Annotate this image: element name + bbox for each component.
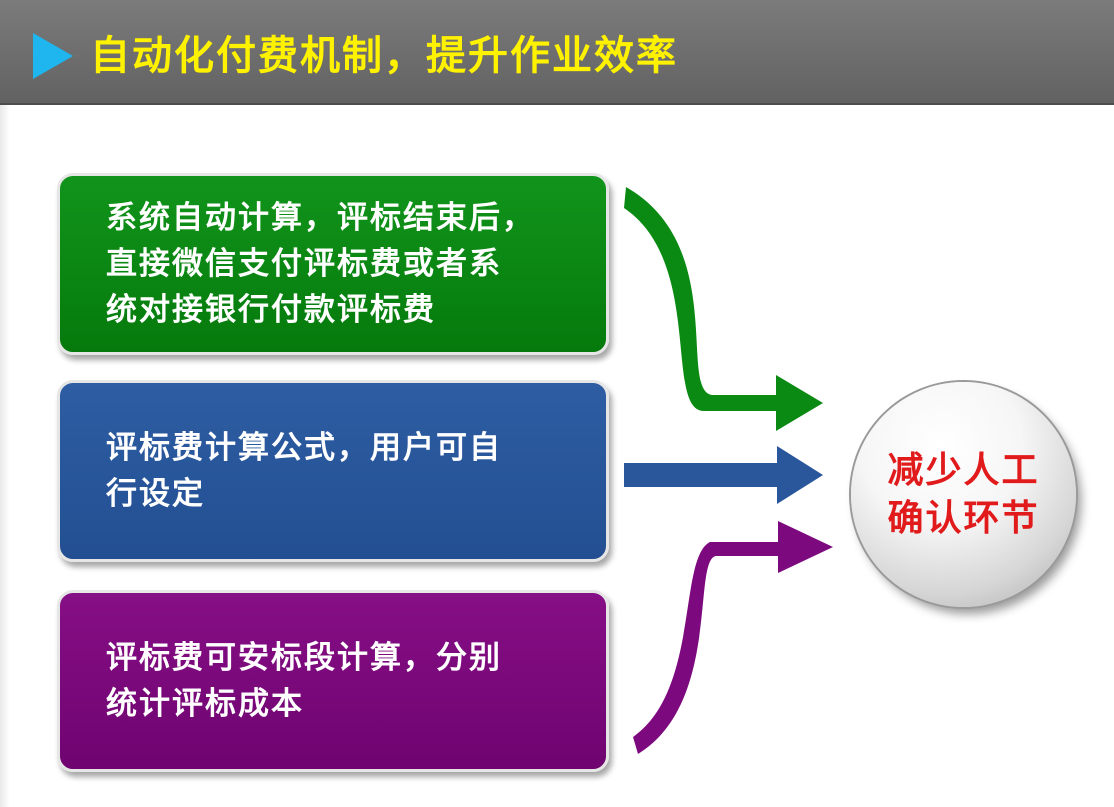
result-text: 减少人工 确认环节 bbox=[887, 447, 1039, 543]
purple-box-line-1: 评标费可安标段计算，分别 bbox=[106, 640, 502, 676]
page-title: 自动化付费机制，提升作业效率 bbox=[90, 33, 678, 79]
purple-box-line-2: 统计评标成本 bbox=[106, 686, 304, 722]
purple-box-text: 评标费可安标段计算，分别 统计评标成本 bbox=[106, 635, 502, 727]
left-edge-shade bbox=[0, 105, 10, 807]
green-box-text: 系统自动计算，评标结束后， 直接微信支付评标费或者系 统对接银行付款评标费 bbox=[106, 195, 535, 333]
blue-straight-arrow bbox=[624, 446, 823, 504]
result-line-1: 减少人工 bbox=[887, 449, 1040, 491]
result-line-2: 确认环节 bbox=[887, 497, 1040, 539]
green-box-auto-payment: 系统自动计算，评标结束后， 直接微信支付评标费或者系 统对接银行付款评标费 bbox=[57, 173, 609, 355]
blue-box-text: 评标费计算公式，用户可自 行设定 bbox=[106, 425, 502, 517]
green-box-line-3: 统对接银行付款评标费 bbox=[106, 292, 436, 328]
blue-box-line-1: 评标费计算公式，用户可自 bbox=[106, 430, 502, 466]
play-arrow-icon bbox=[33, 33, 73, 79]
green-box-line-2: 直接微信支付评标费或者系 bbox=[106, 246, 502, 282]
blue-box-line-2: 行设定 bbox=[106, 476, 205, 512]
purple-curved-arrow bbox=[633, 521, 833, 754]
result-circle: 减少人工 确认环节 bbox=[851, 382, 1076, 607]
blue-box-fee-formula: 评标费计算公式，用户可自 行设定 bbox=[57, 380, 609, 562]
title-bar: 自动化付费机制，提升作业效率 bbox=[0, 0, 1114, 105]
green-curved-arrow bbox=[624, 187, 823, 431]
purple-box-section-cost: 评标费可安标段计算，分别 统计评标成本 bbox=[57, 590, 609, 772]
green-box-line-1: 系统自动计算，评标结束后， bbox=[106, 200, 535, 236]
